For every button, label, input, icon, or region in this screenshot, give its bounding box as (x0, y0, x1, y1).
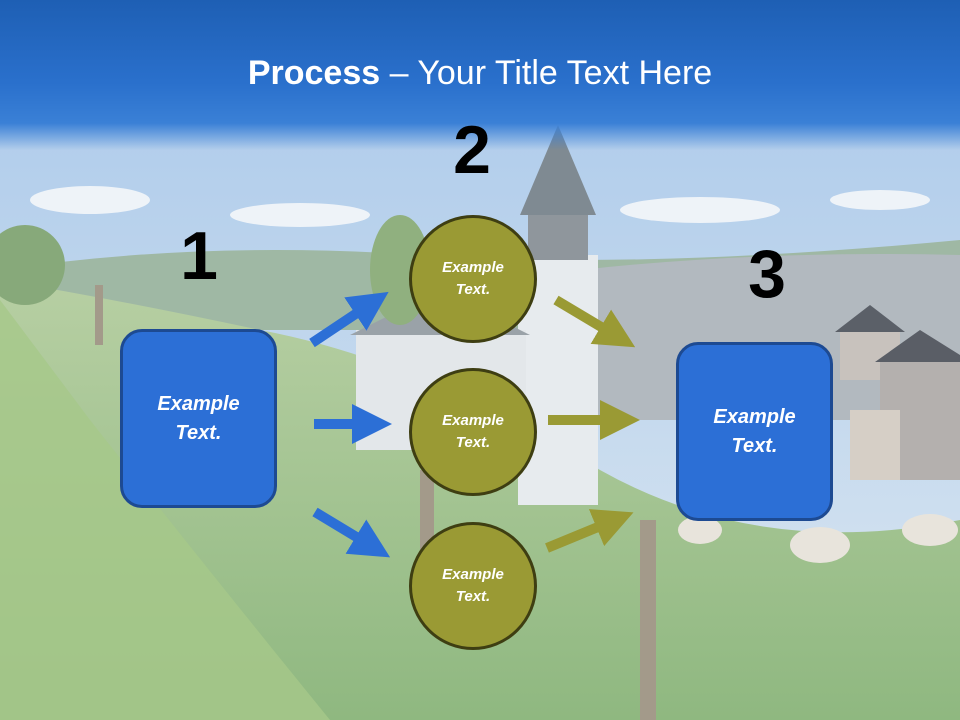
step-number-3: 3 (748, 236, 786, 312)
title-band (0, 0, 960, 150)
arrow-1-to-2c (312, 507, 391, 558)
title-bold: Process (247, 54, 381, 92)
step-number-2: 2 (453, 112, 491, 188)
step-2b-label-line1: Example (442, 411, 504, 429)
step-3-label-line2: Text. (731, 434, 778, 457)
step-2c-label-line1: Example (442, 565, 504, 583)
slide-title: Process – Your Title Text Here (0, 54, 960, 93)
step-2c-label-line2: Text. (455, 588, 491, 605)
step-2a-label-line1: Example (442, 258, 504, 276)
step-2a-label-line2: Text. (455, 281, 491, 298)
title-rest: – Your Title Text Here (380, 54, 713, 92)
step-number-1: 1 (180, 218, 218, 294)
step-1-label-line1: Example (157, 392, 240, 415)
step-1-label-line2: Text. (175, 421, 222, 444)
arrow-2c-to-3 (545, 509, 634, 553)
arrow-2a-to-3 (553, 295, 636, 348)
step-3-label-line1: Example (713, 405, 796, 428)
arrow-1-to-2a (309, 291, 389, 348)
step-2b-label-line2: Text. (455, 434, 491, 451)
